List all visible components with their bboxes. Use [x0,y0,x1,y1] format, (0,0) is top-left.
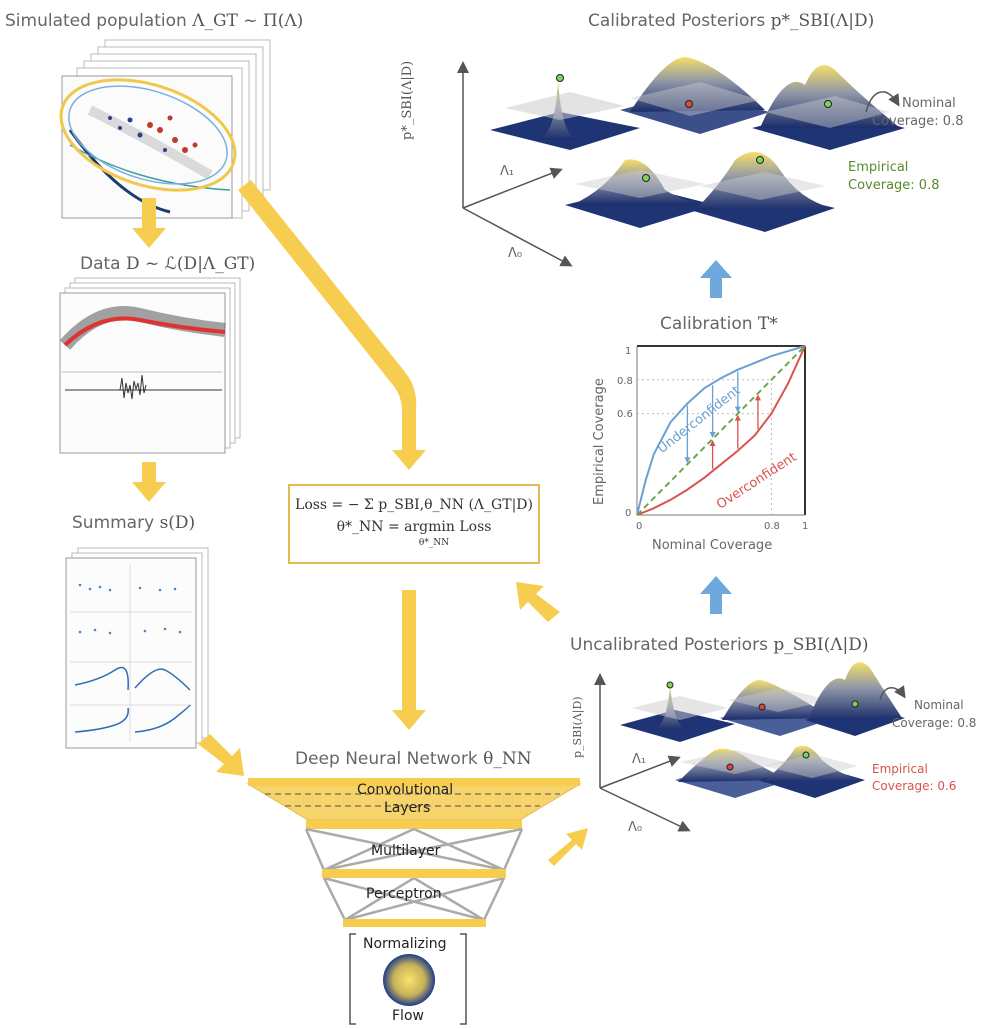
uncalibrated-nominal-1: Nominal [914,698,964,712]
uncalibrated-axis-l1: Λ₁ [632,752,647,767]
uncalibrated-title: Uncalibrated Posteriors p_SBI(Λ|D) [570,635,869,655]
dnn-diagram [246,778,582,1025]
data-plots [59,277,241,454]
uncalibrated-axis-l0: Λ₀ [628,820,643,835]
arrow-data-to-summary [132,462,166,502]
arrow-sim-to-loss [238,180,426,470]
dnn-math: θ_NN [483,749,532,769]
mlp-label-1: Multilayer [371,843,441,859]
series-line-0 [636,345,806,516]
over-arrow-head-2 [754,394,761,401]
uncalibrated-empirical-1: Empirical [872,762,928,776]
arrow-summary-to-dnn [198,734,244,776]
calibrated-axis-l1: Λ₁ [500,164,515,179]
simulated-population-plots [59,39,271,219]
calibration-y-label: Empirical Coverage [592,378,607,505]
uncalibrated-math: p_SBI(Λ|D) [773,635,869,655]
under-arrow-head-2 [734,406,741,413]
summary-plots [65,547,209,749]
arrow-dnn-to-uncalibrated [548,828,588,866]
y-tick-08: 0.8 [617,376,633,387]
y-tick-06: 0.6 [617,409,633,420]
normalizing-flow-blob [383,954,435,1006]
calibrated-posteriors-plot [457,57,905,267]
arrow-uncal-to-calibration [700,576,732,614]
arrow-loss-to-dnn [392,590,426,730]
calibrated-empirical-1: Empirical [848,160,909,175]
y-tick-0: 0 [625,508,632,519]
summary-math: s(D) [159,513,196,533]
arrow-calibration-to-cal [700,260,732,298]
loss-equation: Loss = − Σ p_SBI,θ_NN (Λ_GT|D) [295,497,533,513]
calibration-math: T* [757,314,778,334]
x-tick-08: 0.8 [764,521,780,532]
arrow-sim-to-data [132,198,166,248]
calibrated-nominal-2: Coverage: 0.8 [872,114,964,129]
argmin-equation: θ*_NN = argmin Loss [336,519,492,535]
y-tick-1: 1 [625,346,632,357]
series-line-1 [636,345,806,516]
data-title: Data D ~ ℒ(D|Λ_GT) [80,254,256,274]
calibrated-math: p*_SBI(Λ|D) [770,11,875,31]
x-tick-1: 1 [802,521,809,532]
under-arrow-head-1 [709,431,716,438]
loss-box: Loss = − Σ p_SBI,θ_NN (Λ_GT|D) θ*_NN = a… [288,484,540,564]
flow-label-2: Flow [392,1008,424,1024]
argmin-subscript: θ*_NN [418,538,450,548]
conv-label-2: Layers [384,800,431,816]
over-arrow-head-0 [709,439,716,446]
dnn-title: Deep Neural Network θ_NN [295,749,532,769]
calibration-title: Calibration T* [660,314,778,334]
calibrated-axis-l0: Λ₀ [508,246,523,261]
x-tick-0: 0 [636,521,643,532]
calibrated-empirical-2: Coverage: 0.8 [848,178,940,193]
simulated-math: Λ_GT ~ Π(Λ) [192,11,304,31]
calibration-chart [636,345,806,516]
uncalibrated-y-axis: p_SBI(Λ|D) [571,696,584,758]
flow-arrows [132,180,588,866]
uncalibrated-nominal-2: Coverage: 0.8 [892,716,977,730]
over-arrow-head-1 [734,414,741,421]
blue-arrows [700,260,732,614]
conv-label-1: Convolutional [357,782,454,798]
summary-title: Summary s(D) [72,513,196,533]
arrow-uncalibrated-to-loss [516,582,560,622]
calibrated-title: Calibrated Posteriors p*_SBI(Λ|D) [588,11,875,31]
calibration-x-label: Nominal Coverage [652,538,773,553]
data-math: D ~ ℒ(D|Λ_GT) [126,254,256,274]
under-arrow-head-0 [684,457,691,464]
uncalibrated-empirical-2: Coverage: 0.6 [872,779,957,793]
series-line-2 [636,345,806,516]
calibrated-nominal-1: Nominal [902,96,956,111]
flow-label-1: Normalizing [363,936,447,952]
calibrated-y-axis: p*_SBI(Λ|D) [400,60,415,140]
uncalibrated-posteriors-plot [594,662,906,832]
simulated-title: Simulated population Λ_GT ~ Π(Λ) [5,11,304,31]
mlp-label-2: Perceptron [366,886,442,902]
